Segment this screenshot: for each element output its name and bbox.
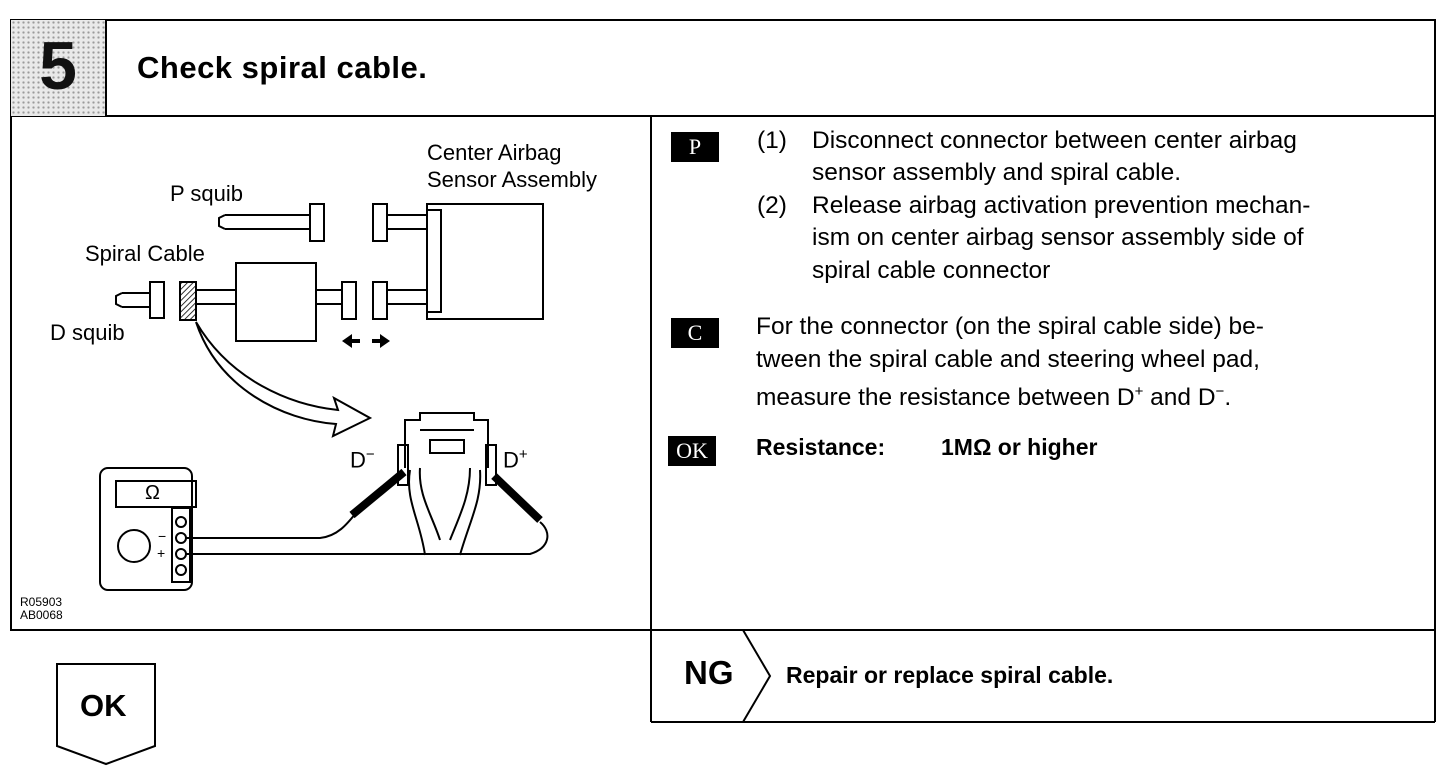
sensor-assembly-flange: [426, 209, 442, 313]
prep-item-1-number: (1): [757, 127, 787, 154]
resistance-label: Resistance:: [756, 434, 886, 460]
prep-item-1-line-1: Disconnect connector between center airb…: [812, 127, 1297, 154]
sensor-assembly-body: [426, 203, 544, 320]
probe-lead-plus: [186, 521, 549, 555]
d-plus-label: D+: [503, 446, 528, 473]
p-squib-plug: [309, 203, 325, 242]
check-line-1: For the connector (on the spiral cable s…: [756, 313, 1264, 340]
step-title: Check spiral cable.: [137, 50, 428, 85]
step-number-box: [11, 20, 107, 116]
ng-label: NG: [684, 654, 734, 691]
multimeter-body: [99, 467, 193, 591]
ohm-symbol: Ω: [145, 482, 160, 504]
ok-result-label: OK: [80, 688, 127, 723]
check-line-3: measure the resistance between D+ and D−…: [756, 383, 1232, 412]
prep-item-2-number: (2): [757, 192, 787, 219]
d-minus-label: D−: [350, 446, 375, 473]
d-squib-plug: [149, 281, 165, 319]
prep-item-1-line-2: sensor assembly and spiral cable.: [812, 159, 1182, 186]
pointer-arrow: [195, 321, 373, 438]
ok-spec-badge: OK: [668, 436, 716, 466]
p-squib-label: P squib: [170, 181, 243, 206]
prep-item-2-line-2: ism on center airbag sensor assembly sid…: [812, 224, 1304, 251]
probe-lead-minus: [186, 507, 361, 539]
meter-minus: −: [158, 528, 167, 544]
spiral-cable-label: Spiral Cable: [85, 241, 205, 266]
d-squib-connector-hatched: [179, 281, 197, 321]
prep-badge: P: [671, 132, 719, 162]
prep-item-2-line-1: Release airbag activation prevention mec…: [812, 192, 1311, 219]
figure-code-2: AB0068: [20, 608, 63, 622]
spiral-cable-body: [235, 262, 317, 342]
prep-item-2-line-3: spiral cable connector: [812, 257, 1051, 284]
check-badge: C: [671, 318, 719, 348]
ng-action: Repair or replace spiral cable.: [786, 662, 1114, 688]
ng-chevron: [742, 629, 772, 723]
sensor-assembly-label: Sensor Assembly: [427, 167, 597, 192]
check-line-2: tween the spiral cable and steering whee…: [756, 346, 1260, 373]
meter-plus: +: [157, 545, 166, 561]
sensor-plug-lower: [372, 281, 388, 320]
d-squib-label: D squib: [50, 320, 125, 345]
resistance-value: 1MΩ or higher: [941, 434, 1098, 460]
p-sensor-plug: [372, 203, 388, 242]
double-arrow: [342, 334, 390, 348]
test-connector: [404, 412, 489, 468]
ok-arrow-box: [56, 663, 156, 766]
figure-code-1: R05903: [20, 595, 63, 609]
spiral-cable-plug: [341, 281, 357, 320]
step-number: 5: [39, 28, 77, 104]
center-airbag-label: Center Airbag: [427, 140, 562, 165]
